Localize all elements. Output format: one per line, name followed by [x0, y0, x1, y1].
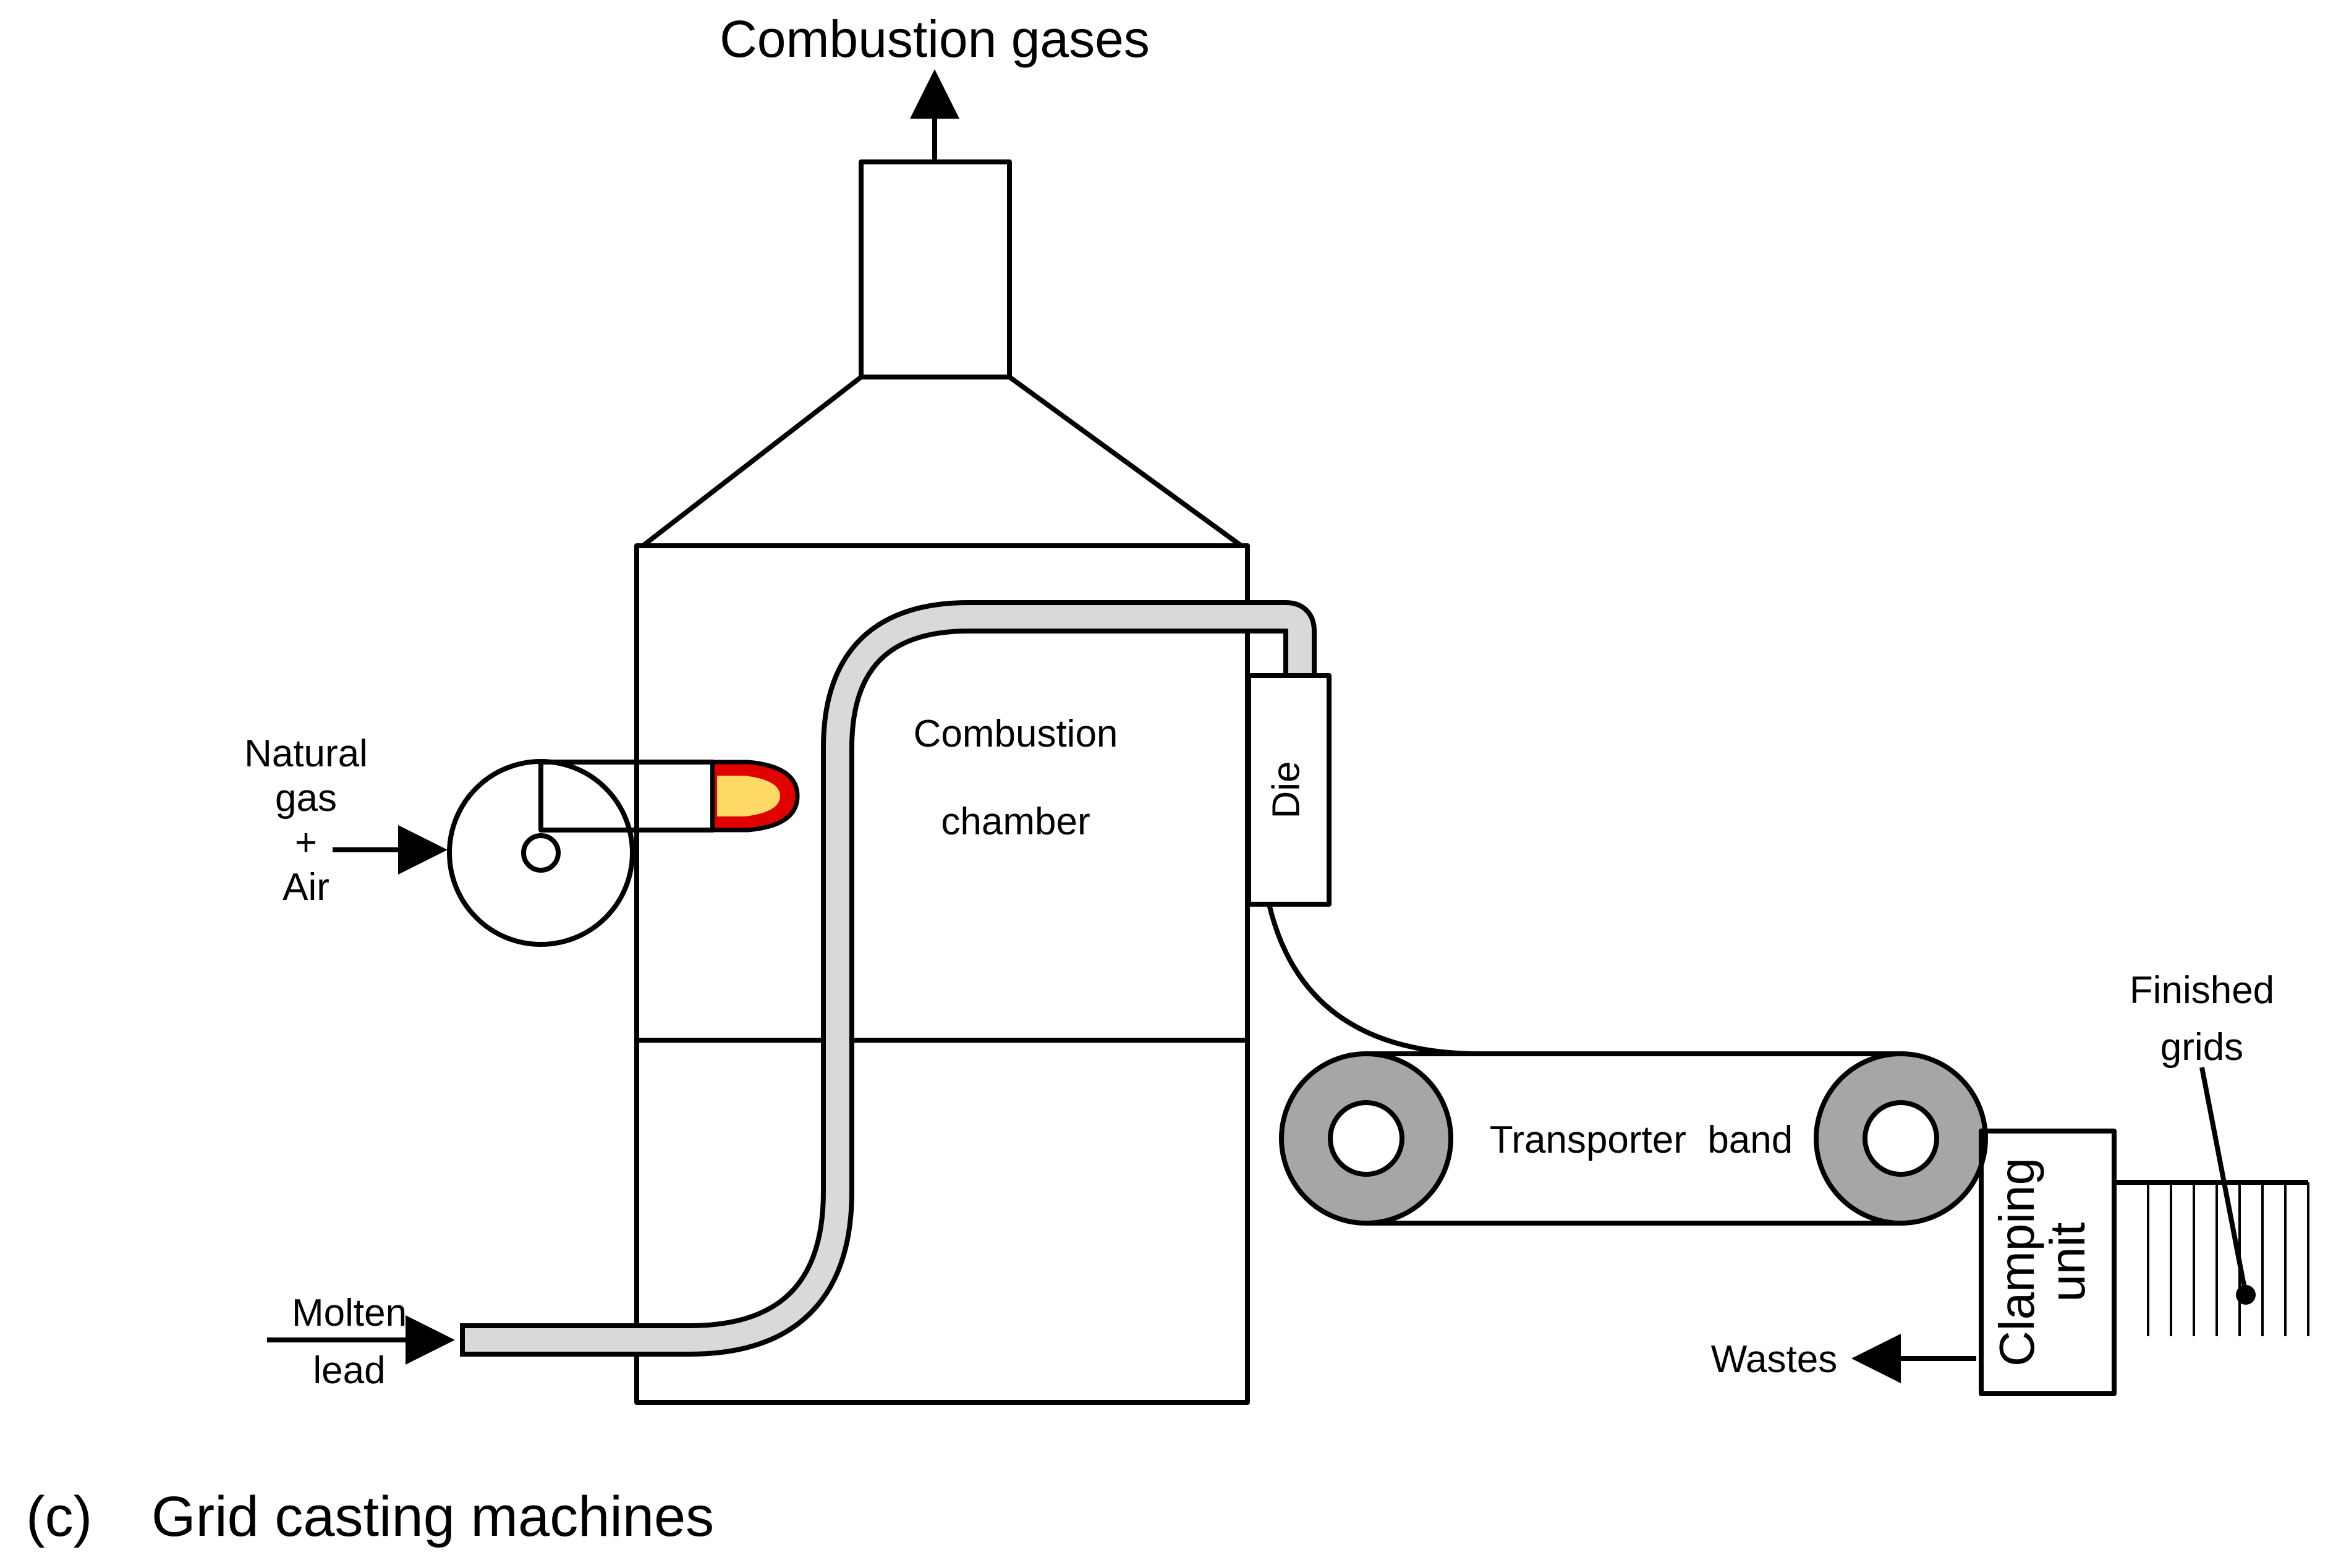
- svg-text:chamber: chamber: [941, 800, 1090, 843]
- die-label: Die: [1265, 761, 1307, 818]
- combustion-gases-label: Combustion gases: [720, 10, 1150, 68]
- natural-gas-label: Natural gas + Air: [244, 732, 368, 909]
- caption-text: Grid casting machines: [151, 1485, 714, 1548]
- svg-text:grids: grids: [2160, 1026, 2243, 1069]
- combustion-chamber-label: Combustion chamber: [914, 713, 1118, 843]
- finished-grids-pointer: [2199, 1067, 2248, 1295]
- clamping-unit-label: Clamping unit: [1989, 1158, 2095, 1367]
- molten-lead-label: Molten lead: [292, 1292, 407, 1392]
- molten-lead-pipe-fill: [462, 605, 1312, 1352]
- svg-text:+: +: [295, 821, 317, 864]
- svg-text:lead: lead: [313, 1349, 385, 1392]
- svg-text:Combustion: Combustion: [914, 713, 1118, 755]
- chimney: [859, 159, 1012, 379]
- svg-text:unit: unit: [2040, 1223, 2095, 1302]
- right-roller-hub: [1863, 1100, 1939, 1177]
- molten-lead-pipe: [462, 600, 1317, 1357]
- svg-text:Clamping: Clamping: [1989, 1158, 2044, 1367]
- svg-text:Molten: Molten: [292, 1292, 407, 1334]
- finished-grids-stack: [2114, 1180, 2309, 1336]
- svg-text:Natural: Natural: [244, 732, 368, 775]
- clamping-unit: [1979, 1129, 2117, 1396]
- transporter-band-label: Transporter band: [1490, 1119, 1793, 1161]
- die: [1246, 673, 1332, 907]
- left-roller-hub: [1328, 1100, 1404, 1177]
- svg-text:gas: gas: [275, 777, 337, 820]
- svg-text:Finished: Finished: [2130, 969, 2274, 1012]
- furnace-body: [634, 543, 1250, 1405]
- cast-strip: [1267, 904, 1481, 1056]
- caption-letter: (c): [26, 1485, 92, 1548]
- finished-grids-pointer-dot: [2236, 1285, 2256, 1305]
- wastes-label: Wastes: [1711, 1338, 1837, 1381]
- svg-text:Air: Air: [283, 866, 329, 909]
- blower-housing: [447, 759, 635, 947]
- hood: [640, 375, 1244, 548]
- blower-shaft: [521, 833, 561, 873]
- finished-grids-label: Finished grids: [2130, 969, 2274, 1069]
- burner-flame-inner: [717, 776, 780, 816]
